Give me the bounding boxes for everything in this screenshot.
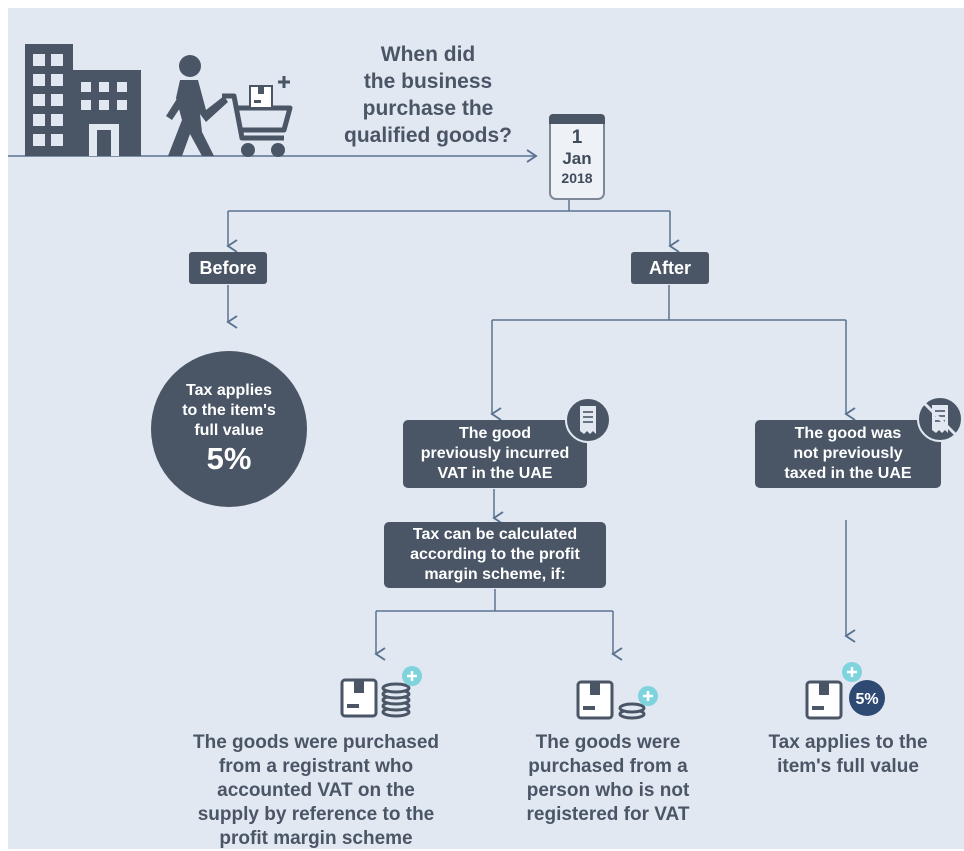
caption-line: person who is not [526, 780, 690, 801]
box-line: The good [459, 425, 531, 442]
calendar-day: 1 [571, 127, 583, 148]
connector-lines [8, 149, 856, 661]
box-line: VAT in the UAE [437, 465, 553, 482]
calendar-year: 2018 [561, 170, 593, 186]
box-line: The good was [794, 425, 902, 442]
diagram-canvas: When did the business purchase the quali… [8, 8, 964, 849]
before-label: Before [189, 252, 267, 284]
question-line: the business [363, 70, 493, 93]
vat-incurred-box: The good previously incurred VAT in the … [403, 420, 587, 488]
question-text: When did the business purchase the quali… [328, 41, 528, 149]
registrant-caption: The goods were purchased from a registra… [166, 731, 466, 851]
calendar-icon: 1 Jan 2018 [549, 114, 605, 200]
no-receipt-icon [917, 396, 963, 442]
box-percent-icon: 5% [805, 662, 885, 720]
profit-margin-scheme-box: Tax can be calculated according to the p… [384, 522, 606, 588]
box-line: taxed in the UAE [784, 465, 912, 482]
building-icon [25, 44, 141, 156]
box-line: margin scheme, if: [424, 566, 566, 583]
question-line: qualified goods? [344, 124, 512, 147]
caption-line: The goods were [535, 732, 681, 753]
calendar-month: Jan [562, 149, 592, 168]
calendar-header [549, 114, 605, 124]
circle-line: Tax applies [186, 382, 272, 399]
before-tax-circle: Tax applies to the item's full value 5% [151, 351, 307, 507]
percent-badge-text: 5% [855, 691, 878, 708]
box-line: Tax can be calculated [412, 526, 578, 543]
caption-line: from a registrant who [218, 756, 414, 777]
unregistered-caption: The goods were purchased from a person w… [498, 731, 718, 827]
caption-line: accounted VAT on the [217, 780, 415, 801]
box-line: previously incurred [420, 445, 570, 462]
caption-line: profit margin scheme [219, 828, 413, 849]
question-line: purchase the [362, 97, 494, 120]
box-line: according to the profit [410, 546, 580, 563]
box-line: not previously [793, 445, 903, 462]
caption-line: registered for VAT [526, 804, 690, 825]
box-coin-icon [576, 680, 658, 720]
circle-line: to the item's [182, 402, 276, 419]
circle-line: full value [194, 422, 264, 439]
caption-line: purchased from a [528, 756, 688, 777]
box-coins-icon [340, 666, 422, 718]
caption-line: item's full value [777, 756, 919, 777]
shopper-cart-icon [166, 55, 293, 157]
caption-line: Tax applies to the [768, 732, 928, 753]
caption-line: The goods were purchased [193, 732, 439, 753]
not-taxed-box: The good was not previously taxed in the… [755, 420, 941, 488]
caption-line: supply by reference to the [197, 804, 435, 825]
circle-rate: 5% [206, 441, 252, 476]
receipt-icon [565, 397, 611, 443]
question-line: When did [380, 43, 476, 66]
full-value-caption: Tax applies to the item's full value [748, 731, 948, 779]
after-label: After [631, 252, 709, 284]
